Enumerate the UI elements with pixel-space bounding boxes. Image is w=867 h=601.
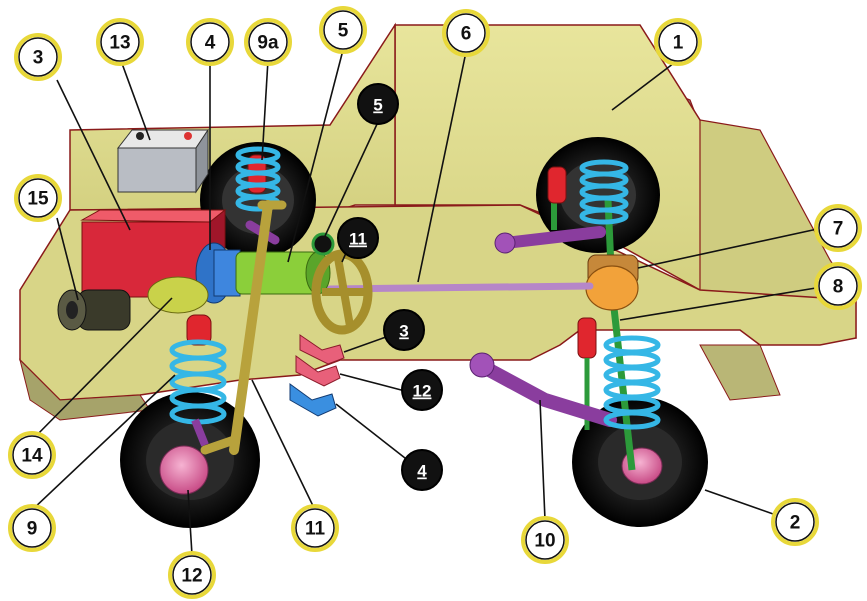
callout-label: 2	[790, 513, 801, 534]
callout-label: 13	[109, 33, 130, 54]
callout-label: 4	[205, 33, 216, 54]
callout-label: 15	[27, 189, 49, 210]
alternator	[148, 277, 208, 313]
rear-upper-arm-bushing	[495, 233, 515, 253]
callout-label: 1	[673, 33, 684, 54]
callout-label: 6	[461, 24, 472, 45]
callout-c4: 4	[188, 20, 232, 64]
callout-c2: 2	[773, 500, 817, 544]
callout-label: 9	[27, 519, 38, 540]
callout-label: 10	[534, 531, 555, 552]
callout-label: 5	[373, 96, 382, 115]
battery-terminal-negative	[136, 132, 144, 140]
rear-right-spring	[606, 338, 658, 427]
callout-c14: 14	[10, 433, 54, 477]
cooling-fan	[58, 290, 130, 330]
callout-c13: 13	[98, 20, 142, 64]
callout-d3: 3	[384, 310, 424, 350]
rear-right-damper	[578, 318, 596, 358]
callout-label: 7	[833, 219, 844, 240]
body-skirt-rear	[700, 345, 780, 400]
callout-label: 3	[33, 48, 44, 69]
callout-c9: 9	[10, 506, 54, 550]
battery	[118, 130, 208, 192]
battery-terminal-positive	[184, 132, 192, 140]
callout-c1: 1	[656, 20, 700, 64]
callout-label: 3	[399, 322, 408, 341]
leader-10	[540, 400, 545, 520]
callout-c11: 11	[293, 506, 337, 550]
callout-d5: 5	[358, 84, 398, 124]
callout-label: 4	[417, 462, 427, 481]
callout-label: 11	[349, 230, 367, 249]
callout-c5: 5	[321, 8, 365, 52]
steering-column-knob	[313, 234, 333, 254]
callout-label: 9a	[257, 33, 279, 54]
callout-label: 12	[413, 382, 432, 401]
callout-label: 14	[21, 446, 43, 467]
callout-c6: 6	[444, 11, 488, 55]
callout-label: 11	[305, 519, 326, 540]
callout-d4: 4	[402, 450, 442, 490]
callout-label: 12	[181, 566, 202, 587]
differential-cover	[586, 266, 638, 310]
leader-2	[705, 490, 776, 515]
leader-d4	[336, 404, 405, 458]
callout-c15: 15	[16, 176, 60, 220]
callout-label: 5	[338, 21, 349, 42]
callout-d11: 11	[338, 218, 378, 258]
pedal-blue	[290, 384, 336, 416]
front-right-hub	[160, 446, 208, 494]
rear-lower-arm	[480, 365, 610, 420]
callout-c10: 10	[523, 518, 567, 562]
rear-left-damper	[548, 167, 566, 203]
rear-lower-arm-bushing	[470, 353, 494, 377]
callout-c8: 8	[816, 264, 860, 308]
callout-label: 8	[833, 277, 844, 298]
callout-d12: 12	[402, 370, 442, 410]
callout-c12: 12	[170, 553, 214, 597]
leader-d12	[340, 374, 405, 391]
callout-c9a: 9a	[246, 20, 290, 64]
leader-13	[120, 58, 150, 140]
callout-c3: 3	[16, 35, 60, 79]
callout-c7: 7	[816, 206, 860, 250]
